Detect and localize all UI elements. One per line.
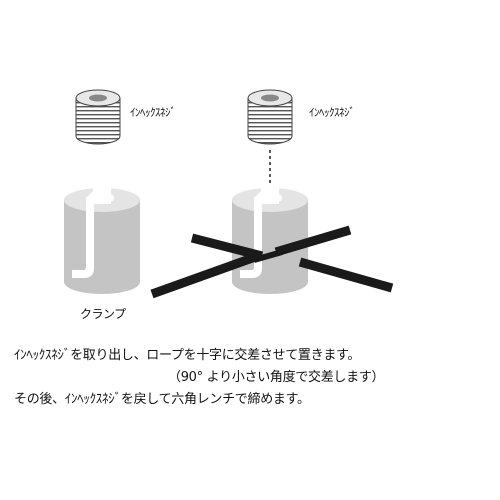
caption-line-2: （90° より小さい角度で交差します） bbox=[168, 370, 385, 385]
hex-screw-left bbox=[75, 89, 121, 145]
hex-screw-right bbox=[247, 89, 293, 145]
caption-line-3: その後、ｲﾝﾍｯｸｽﾈｼﾞを戻して六角レンチで締めます。 bbox=[14, 392, 310, 407]
crossed-ropes bbox=[150, 225, 394, 299]
caption-line-1: ｲﾝﾍｯｸｽﾈｼﾞを取り出し、ロープを十字に交差させて置きます。 bbox=[14, 348, 361, 363]
screw-label-left: ｲﾝﾍｯｸｽﾈｼﾞ bbox=[130, 106, 176, 119]
clamp-right bbox=[232, 186, 308, 294]
screw-label-right: ｲﾝﾍｯｸｽﾈｼﾞ bbox=[309, 106, 355, 119]
clamp-left bbox=[64, 186, 140, 294]
clamp-assembly-diagram bbox=[64, 89, 394, 299]
clamp-label: クランプ bbox=[80, 307, 126, 321]
